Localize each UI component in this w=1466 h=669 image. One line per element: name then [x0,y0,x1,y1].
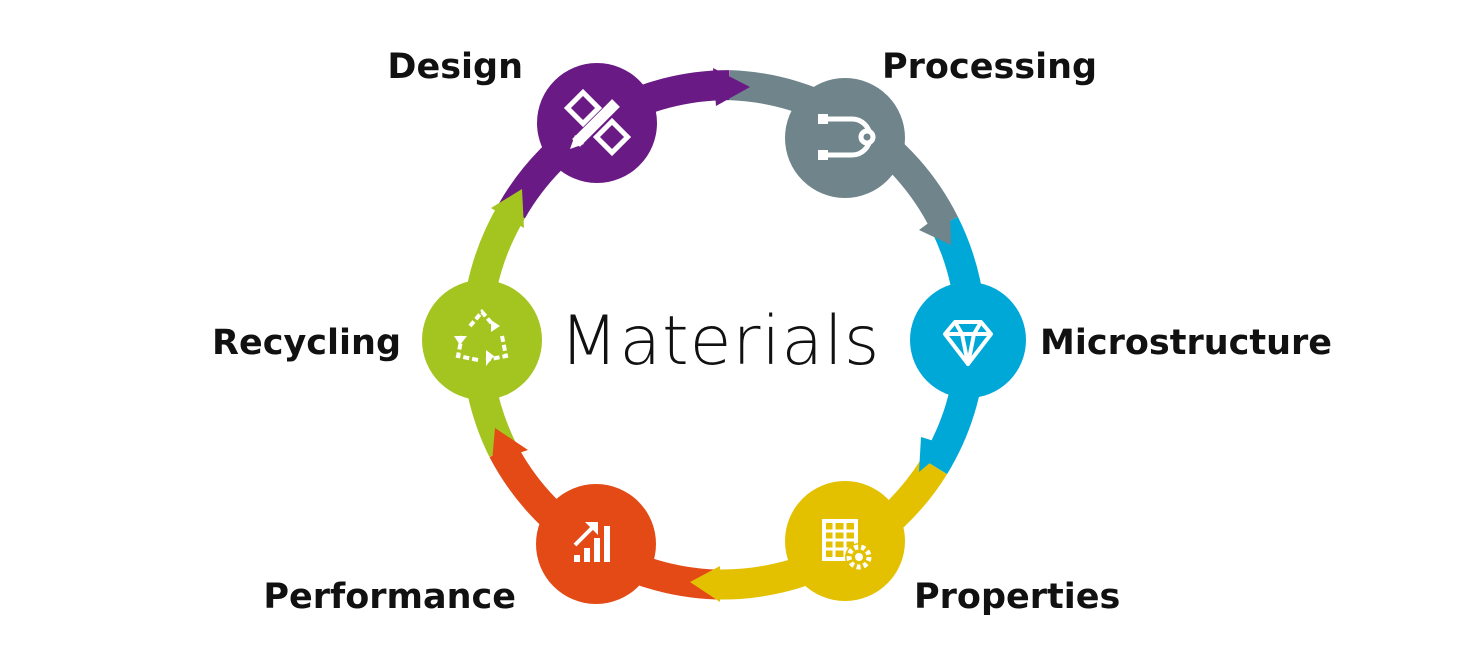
recycle-icon [455,308,509,362]
center-title: Materials [560,302,881,381]
stage-node-recycling [422,280,542,400]
stage-label-performance: Performance [263,577,516,617]
stage-node-design [537,63,657,183]
grid-gear-icon [822,519,873,571]
arrow-properties-to-performance [690,566,720,602]
bar-chart-arrow-icon [573,522,610,562]
ruler-pencil-icon [563,88,632,157]
arrow-design-to-processing [713,68,750,106]
arrow-microstructure-to-properties [919,437,950,472]
stage-label-processing: Processing [882,47,1097,87]
arrow-processing-to-microstructure [919,207,951,245]
stage-label-microstructure: Microstructure [1040,323,1332,363]
stage-node-properties [785,481,905,601]
arrow-performance-to-recycling [492,428,528,462]
stage-label-properties: Properties [914,577,1120,617]
stage-node-microstructure [910,282,1026,398]
stage-node-performance [536,484,656,604]
diamond-icon [943,320,993,366]
stage-label-recycling: Recycling [212,323,401,363]
stage-label-design: Design [387,47,523,87]
stage-node-processing [785,78,905,198]
arrow-recycling-to-design [491,189,524,228]
process-flow-icon [818,114,876,160]
cycle-arrows [491,68,951,602]
